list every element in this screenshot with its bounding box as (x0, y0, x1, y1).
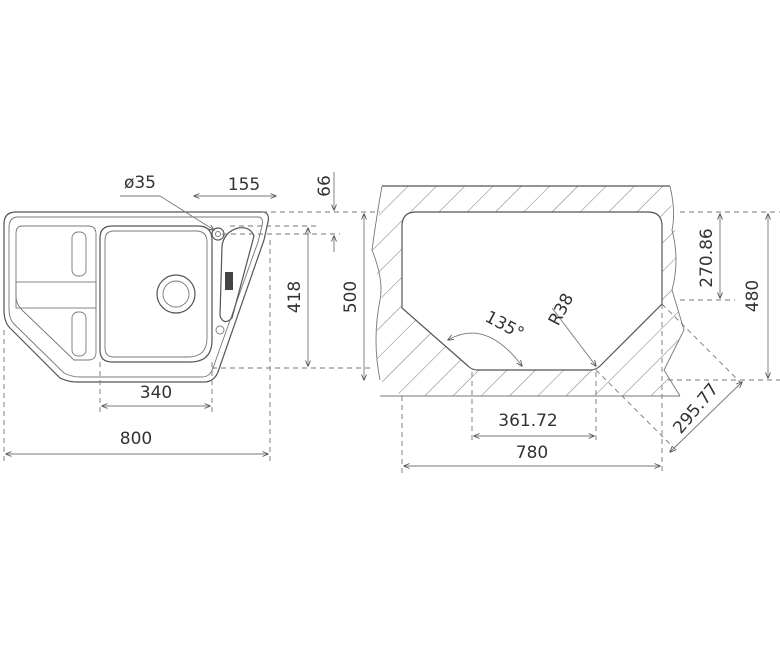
dim-780: 780 (516, 443, 548, 463)
overflow-grate (225, 272, 233, 290)
overflow-slot (219, 227, 255, 323)
dim-418: 418 (285, 281, 305, 313)
drain-hole-small (215, 325, 225, 335)
sink-top-view (3, 211, 269, 383)
drain-outer (156, 274, 196, 314)
bowl-outline-inner (104, 230, 208, 358)
dim-155: 155 (228, 175, 260, 195)
bowl-outline (99, 225, 213, 363)
tap-hole-inner (215, 231, 221, 237)
drainer-groove-bottom (71, 311, 87, 357)
cutout-outline (401, 211, 663, 371)
angle-arc (448, 332, 522, 366)
drain-inner (162, 280, 190, 308)
drainer-channel (15, 281, 97, 309)
dim-800: 800 (120, 429, 152, 449)
dim-500: 500 (341, 281, 361, 313)
dim-angle: 135° (482, 307, 528, 344)
sink-outline (3, 211, 269, 383)
sink-outline-inner (8, 216, 263, 378)
dim-27086: 270.86 (697, 228, 717, 287)
dim-radius: R38 (545, 290, 578, 329)
dim-36172: 361.72 (498, 411, 557, 431)
dim-480: 480 (743, 280, 763, 312)
dim-66: 66 (315, 175, 335, 197)
dim-diameter: ø35 (124, 173, 156, 193)
drainer-outline (15, 225, 97, 361)
cutout-view: 135° R38 (371, 185, 685, 397)
left-dimensions: 800 340 155 ø35 66 418 500 (3, 172, 380, 462)
countertop-hatch (372, 186, 684, 396)
dim-line-29577 (670, 382, 742, 452)
radius-leader (551, 307, 596, 366)
right-dimensions: 270.86 480 361.72 780 295.77 (401, 211, 780, 474)
drainer-groove-top (71, 231, 87, 277)
dim-340: 340 (140, 383, 172, 403)
